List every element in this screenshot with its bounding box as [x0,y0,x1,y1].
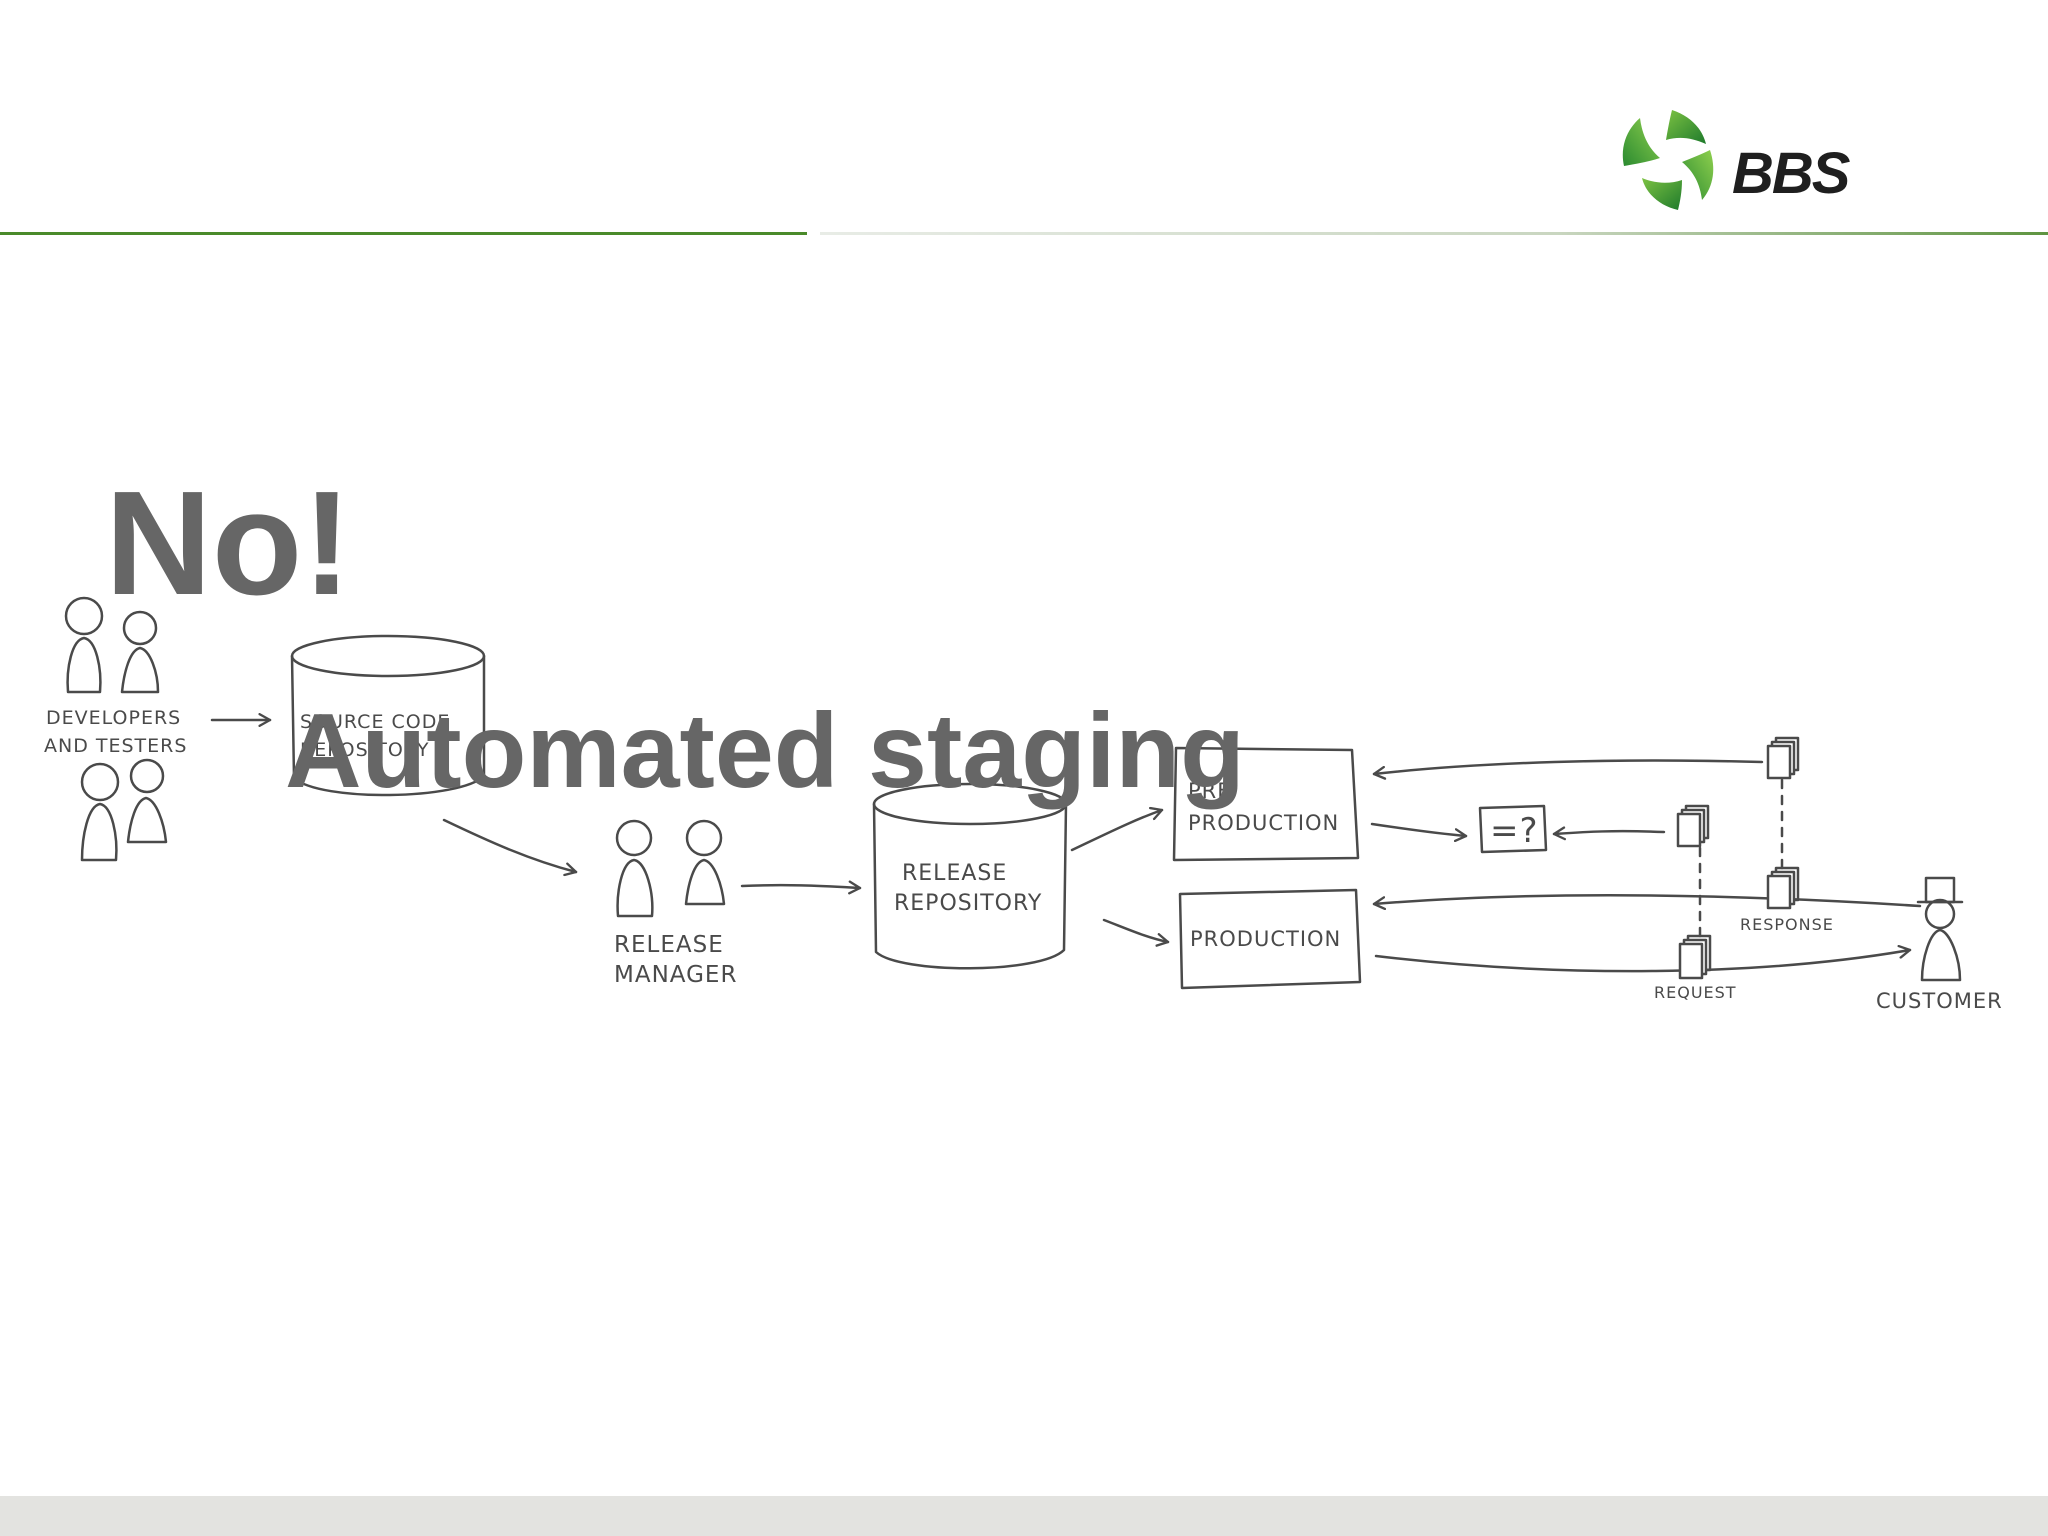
compare-box [1478,804,1548,854]
customer-label: CUSTOMER [1876,989,2003,1013]
header-rule-fade [820,232,2048,235]
source-code-repository-cylinder [290,634,486,797]
arrow-manager-to-release-repo [740,880,862,895]
arrow-customer-to-production [1372,894,1922,911]
developers-label-line2: AND TESTERS [44,735,187,757]
release-manager-label-line1: RELEASE [614,932,724,958]
arrow-production-to-customer [1374,944,1912,973]
bbs-logo-mark-icon [1622,110,1714,210]
footer-bar [0,1496,2048,1536]
bbs-logo: BBS [1620,106,1880,214]
logo-text: BBS [1732,141,1850,206]
source-repo-label-line1: SOURCE CODE [300,711,450,733]
preproduction-label-line2: PRODUCTION [1188,811,1339,835]
request-label: REQUEST [1654,983,1737,1002]
production-label: PRODUCTION [1190,927,1341,951]
header-rule [0,232,807,235]
request-copy-document-icon [1676,804,1710,848]
customer-figure-icon [1916,876,1964,982]
arrow-response-copy-to-preproduction [1372,759,1764,780]
staging-diagram: DEVELOPERS AND TESTERS SOURCE CODE REPOS… [44,596,2003,1013]
arrow-release-to-preproduction [1070,806,1164,852]
release-repository-cylinder [872,782,1068,970]
source-repo-label-line2: REPOSITORY [300,739,429,761]
arrow-source-to-manager [442,818,578,877]
compare-label: =? [1490,811,1539,851]
response-copy-document-icon [1766,736,1800,780]
arrow-request-copy-to-compare [1552,826,1666,841]
release-manager-figures-icon [615,819,726,918]
slide-title: No! [105,461,352,626]
response-label: RESPONSE [1740,915,1834,934]
release-manager-label-line2: MANAGER [614,962,737,988]
arrow-release-to-production [1102,918,1170,947]
production-box [1178,888,1362,990]
release-repo-label-line1: RELEASE [902,861,1007,886]
preproduction-box [1172,746,1360,862]
arrow-preproduction-to-compare [1370,822,1468,843]
developers-label-line1: DEVELOPERS [46,707,181,729]
response-document-icon [1766,866,1800,910]
request-document-icon [1678,934,1712,980]
release-repo-label-line2: REPOSITORY [894,891,1042,916]
slide-subtitle: Automated staging [285,692,1245,810]
preproduction-label-line1: PRE [1188,779,1232,803]
developers-figures-icon [64,596,168,862]
